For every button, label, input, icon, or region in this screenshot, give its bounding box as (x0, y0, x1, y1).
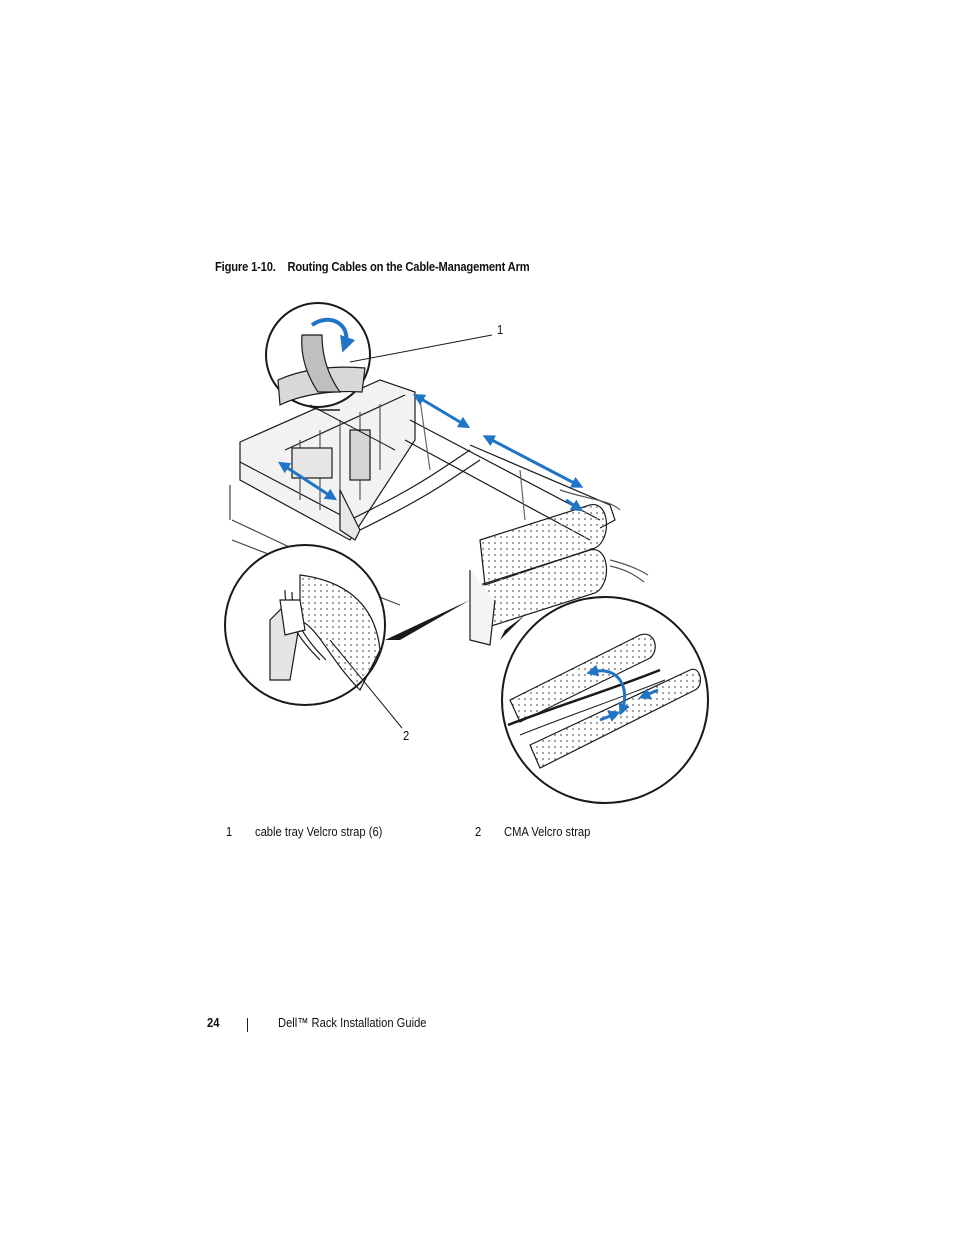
detail-circle-cma-strap (224, 544, 386, 706)
figure-caption: Figure 1-10. Routing Cables on the Cable… (215, 259, 530, 274)
legend-text-2: CMA Velcro strap (504, 824, 591, 839)
page-number: 24 (207, 1015, 220, 1030)
callout-1: 1 (497, 322, 504, 337)
figure-label: Figure 1-10. (215, 259, 276, 274)
legend-text-1: cable tray Velcro strap (6) (255, 824, 383, 839)
leader-line-1 (349, 334, 493, 363)
legend-number-2: 2 (475, 824, 482, 839)
legend-number-1: 1 (226, 824, 233, 839)
detail-circle-cma-clip (501, 596, 709, 804)
callout-2: 2 (403, 728, 410, 743)
leader-line-2 (329, 639, 403, 729)
detail-circle-velcro-strap (265, 302, 371, 411)
footer-separator (247, 1018, 248, 1032)
perforated-cable-covers (469, 504, 608, 646)
movement-arrows (277, 393, 659, 722)
figure-title: Routing Cables on the Cable-Management A… (287, 259, 530, 274)
guide-title: Dell™ Rack Installation Guide (278, 1015, 427, 1030)
